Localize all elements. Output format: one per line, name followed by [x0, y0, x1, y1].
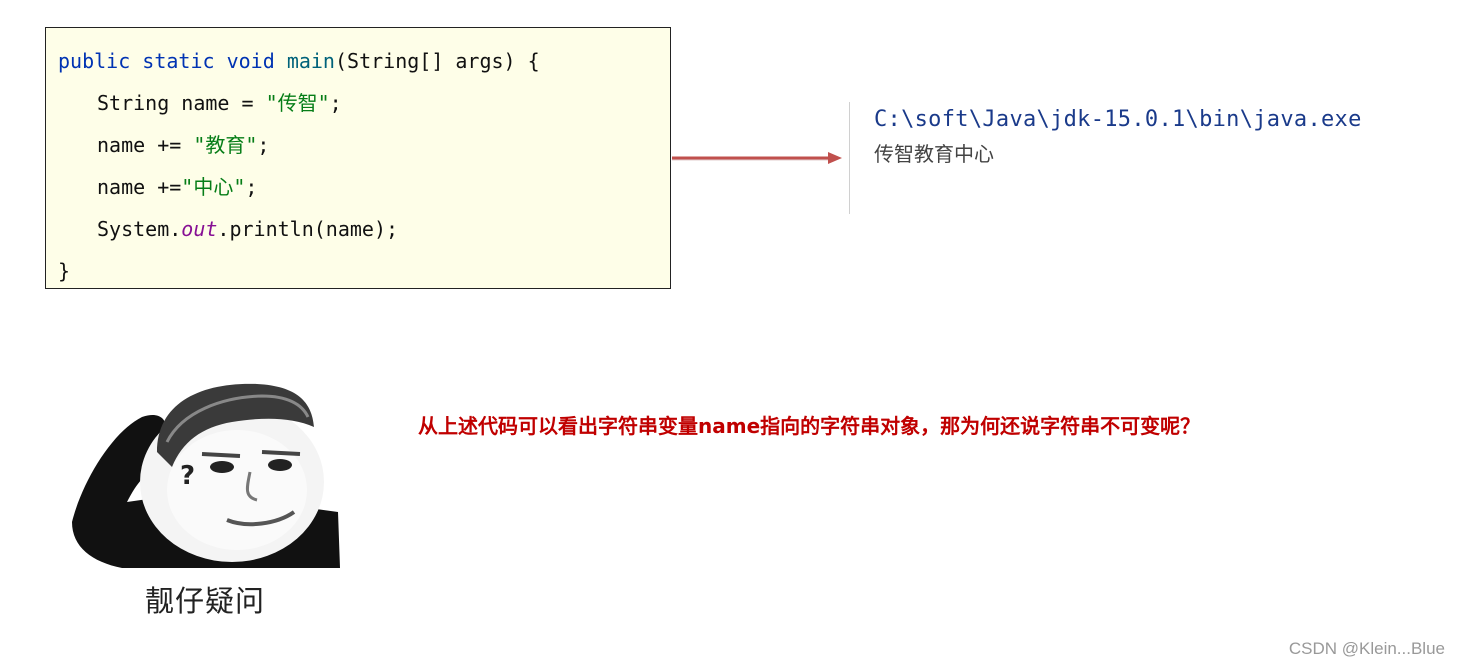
closing-brace: }	[58, 259, 71, 283]
code-line-6: }	[58, 252, 670, 294]
string-literal: "中心"	[181, 175, 246, 199]
code-text: String name =	[97, 91, 266, 115]
watermark: CSDN @Klein...Blue	[1288, 639, 1445, 658]
meme-image: ? 靓仔疑问	[62, 372, 348, 632]
keyword-public: public	[58, 49, 131, 73]
code-line-3: name += "教育";	[58, 126, 670, 168]
program-output: 传智教育中心	[874, 142, 994, 166]
code-text: ;	[329, 91, 342, 115]
string-literal: "教育"	[193, 133, 258, 157]
code-line-4: name +="中心";	[58, 168, 670, 210]
code-text: ;	[245, 175, 258, 199]
code-line-5: System.out.println(name);	[58, 210, 670, 252]
code-text: name +=	[97, 133, 194, 157]
code-block: public static void main(String[] args) {…	[45, 27, 671, 289]
java-exe-path: C:\soft\Java\jdk-15.0.1\bin\java.exe	[874, 107, 1362, 132]
keyword-void: void	[226, 49, 275, 73]
question-text: 从上述代码可以看出字符串变量name指向的字符串对象，那为何还说字符串不可变呢？	[418, 414, 1201, 438]
string-literal: "传智"	[265, 91, 330, 115]
method-name: main	[286, 49, 335, 73]
keyword-static: static	[142, 49, 215, 73]
method-signature: (String[] args) {	[334, 49, 540, 73]
right-arrow-icon	[672, 152, 842, 164]
code-line-2: String name = "传智";	[58, 84, 670, 126]
console-output-panel: C:\soft\Java\jdk-15.0.1\bin\java.exe 传智教…	[849, 102, 1362, 214]
svg-text:?: ?	[180, 461, 195, 491]
meme-caption: 靓仔疑问	[144, 584, 265, 618]
code-text: System.	[97, 217, 182, 241]
static-field: out	[181, 217, 218, 241]
code-text: name +=	[97, 175, 182, 199]
code-line-1: public static void main(String[] args) {	[58, 42, 670, 84]
confused-face-icon: ?	[72, 383, 340, 568]
code-text: .println(name);	[217, 217, 399, 241]
code-text: ;	[257, 133, 270, 157]
